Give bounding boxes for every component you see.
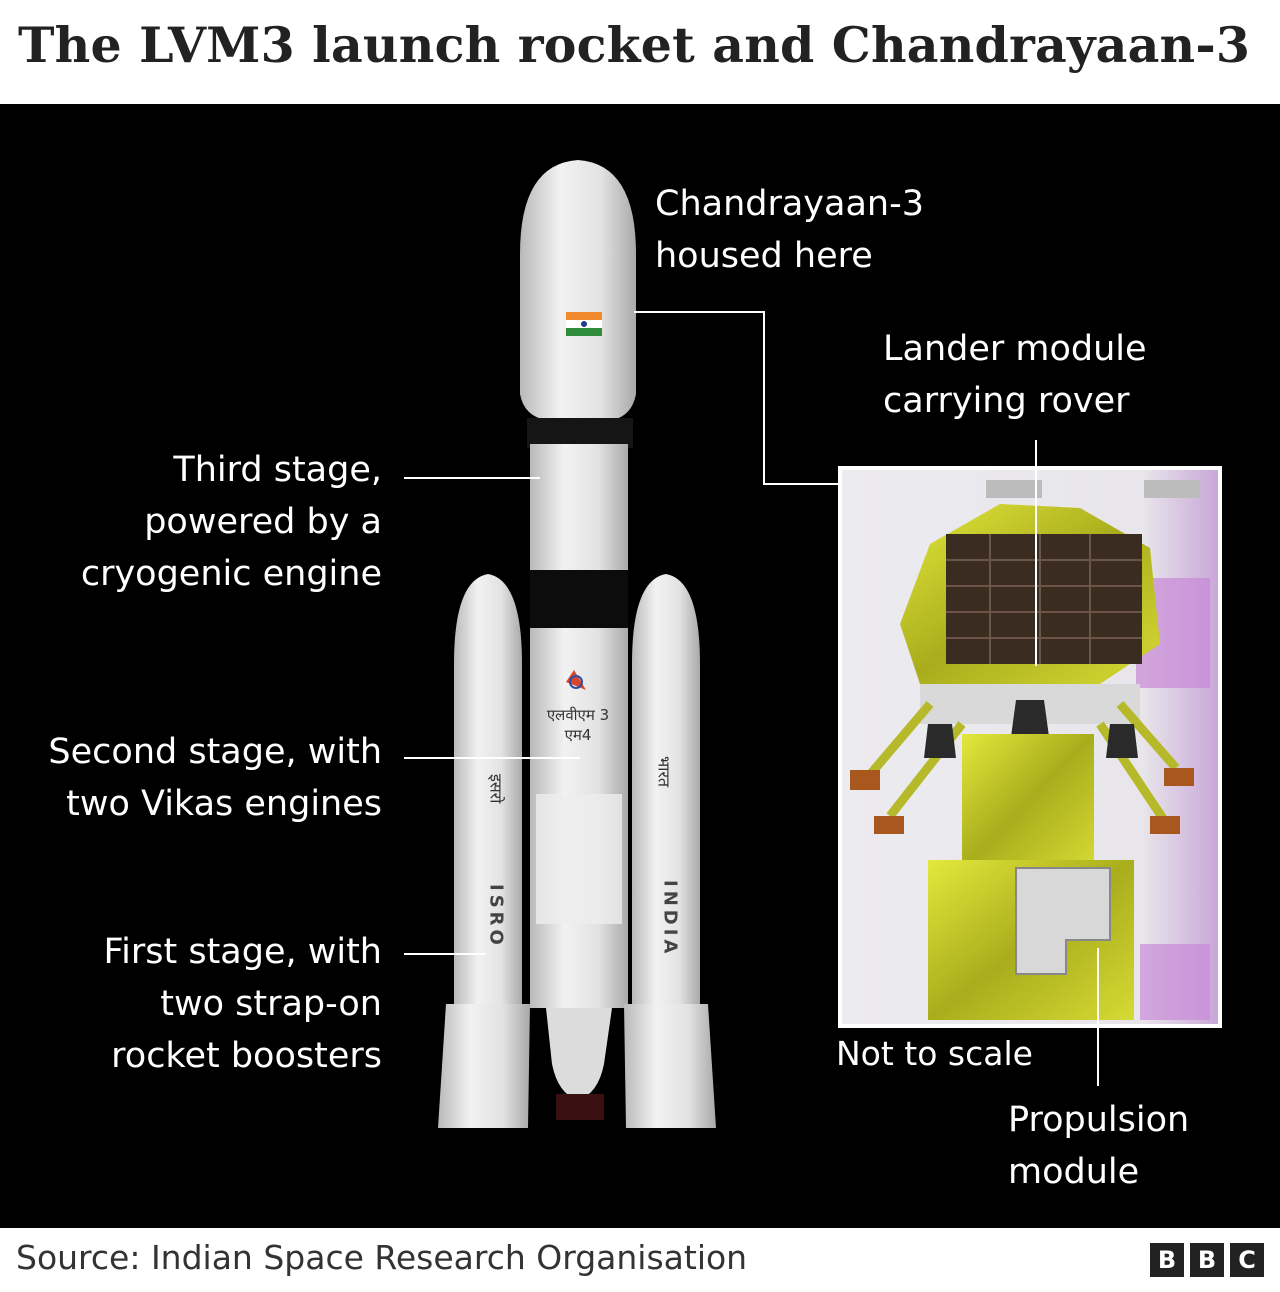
india-flag-icon: [566, 312, 602, 336]
payload-label-line2: housed here: [655, 236, 873, 276]
second-stage-line1: Second stage, with: [48, 732, 382, 772]
leader-lines: [404, 311, 1099, 1086]
page-title: The LVM3 launch rocket and Chandrayaan-3: [18, 16, 1251, 74]
payload-fairing: [520, 160, 636, 420]
diagram-art: एलवीएम 3 एम4 इसरो ISRO भारत INDIA: [404, 160, 1222, 1128]
left-booster: [454, 574, 522, 1004]
propulsion-cylinder: [962, 734, 1094, 868]
propulsion-label: Propulsion module: [1008, 1094, 1189, 1198]
lander-label-line1: Lander module: [883, 329, 1147, 369]
core-engine: [546, 1008, 612, 1100]
payload-label-line1: Chandrayaan-3: [655, 184, 924, 224]
source-text: Source: Indian Space Research Organisati…: [16, 1238, 748, 1277]
lvm3-rocket: [438, 160, 716, 1128]
right-booster-hindi: भारत: [655, 756, 674, 788]
lander-photo: [838, 466, 1222, 1028]
payload-label: Chandrayaan-3 housed here: [655, 178, 924, 282]
second-stage-label: Second stage, with two Vikas engines: [48, 726, 382, 830]
left-booster-latin: ISRO: [486, 884, 507, 949]
bbc-logo: B B C: [1150, 1243, 1264, 1277]
left-booster-hindi: इसरो: [487, 774, 506, 804]
right-booster-latin: INDIA: [660, 880, 681, 957]
lander-label: Lander module carrying rover: [883, 323, 1147, 427]
interstage-band: [530, 570, 628, 630]
bbc-logo-letter-3: C: [1230, 1243, 1264, 1277]
third-stage-line1: Third stage,: [173, 450, 382, 490]
core-hindi-line1: एलवीएम 3: [547, 706, 609, 724]
third-stage-body: [530, 444, 628, 572]
header: The LVM3 launch rocket and Chandrayaan-3: [0, 0, 1280, 104]
first-stage-label: First stage, with two strap-on rocket bo…: [104, 926, 382, 1082]
bbc-logo-letter-1: B: [1150, 1243, 1184, 1277]
isro-logo-icon: [566, 670, 586, 690]
lander-label-line2: carrying rover: [883, 381, 1130, 421]
core-hindi-line2: एम4: [565, 726, 592, 744]
right-booster: [632, 574, 700, 1004]
footer: Source: Indian Space Research Organisati…: [0, 1228, 1280, 1292]
second-stage-line2: two Vikas engines: [66, 784, 382, 824]
fairing-band: [527, 418, 633, 448]
third-stage-line2: powered by a: [144, 502, 382, 542]
propulsion-line1: Propulsion: [1008, 1100, 1190, 1140]
third-stage-line3: cryogenic engine: [80, 554, 382, 594]
third-stage-label: Third stage, powered by a cryogenic engi…: [81, 444, 382, 600]
first-stage-line3: rocket boosters: [111, 1036, 382, 1076]
first-stage-line2: two strap-on: [160, 984, 382, 1024]
solar-panel: [946, 534, 1142, 664]
propulsion-line2: module: [1008, 1152, 1140, 1192]
bbc-logo-letter-2: B: [1190, 1243, 1224, 1277]
first-stage-line1: First stage, with: [103, 932, 382, 972]
scale-note: Not to scale: [836, 1034, 1033, 1073]
